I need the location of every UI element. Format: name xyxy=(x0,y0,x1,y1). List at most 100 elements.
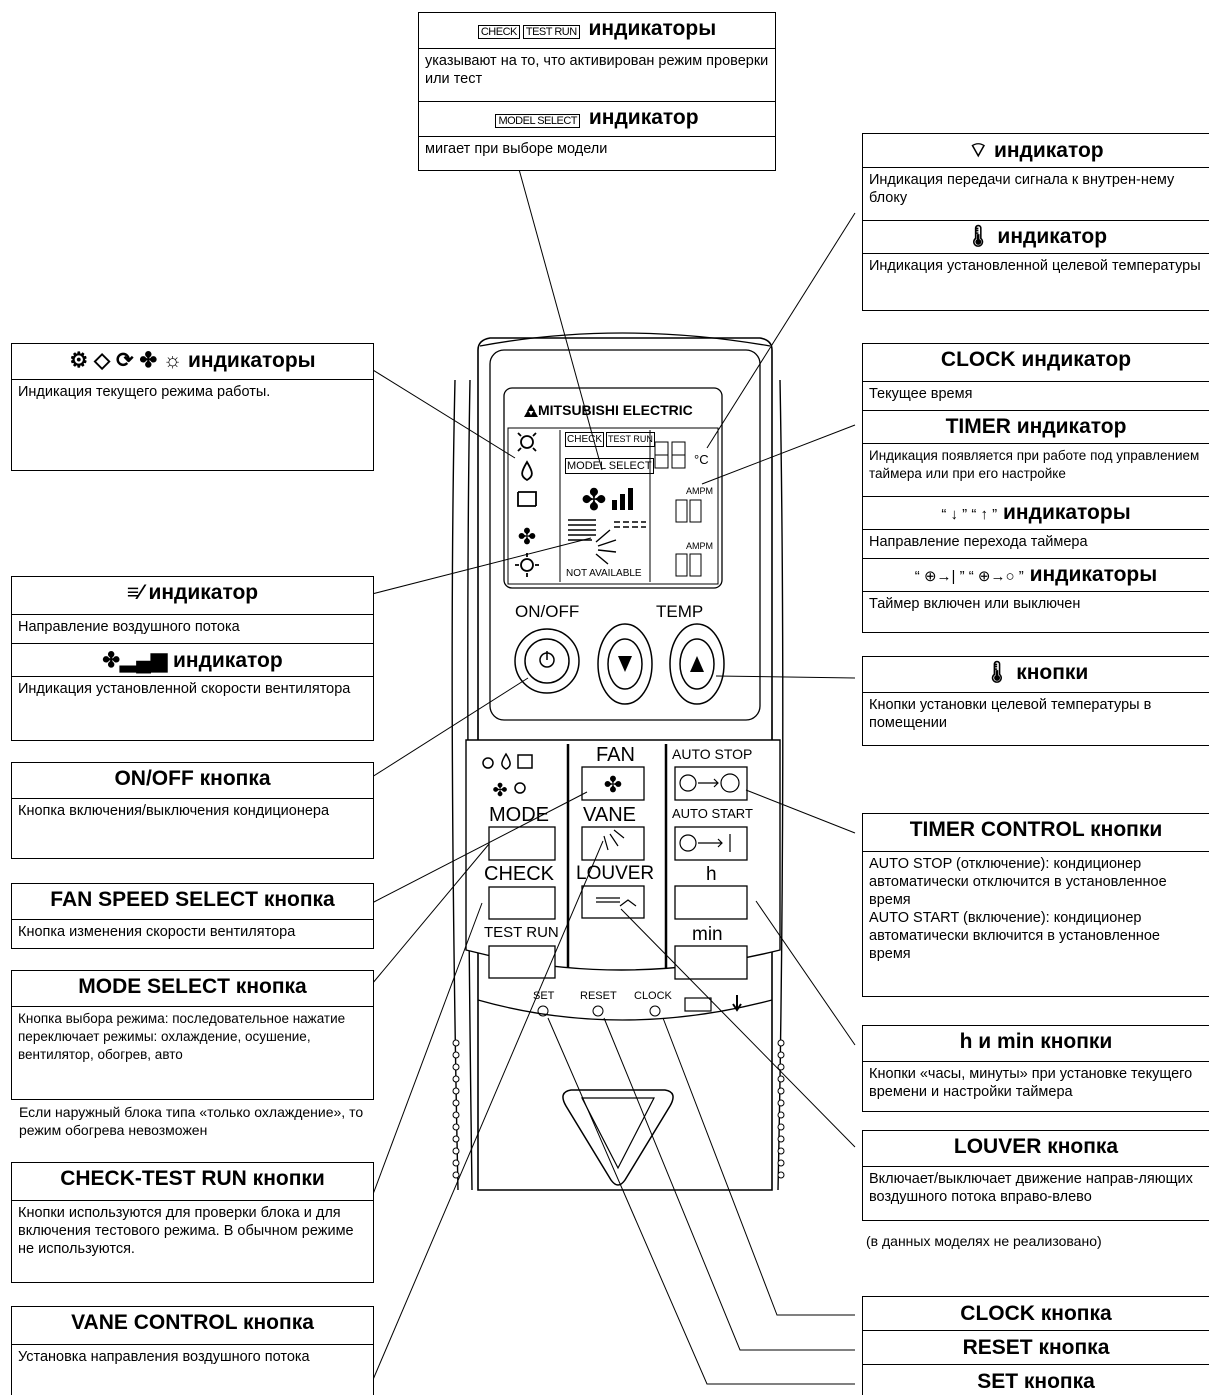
callout-title: h и min кнопки xyxy=(863,1026,1209,1062)
callout-desc: Направление перехода таймера xyxy=(869,534,1088,550)
callout-title: индикатор xyxy=(997,225,1108,248)
vane-label: VANE xyxy=(583,804,636,826)
min-button[interactable] xyxy=(675,946,747,979)
callout-onoff-button: ON/OFF кнопка Кнопка включения/выключени… xyxy=(11,762,374,859)
callout-title: SET кнопка xyxy=(977,1370,1095,1393)
callout-desc: мигает при выборе модели xyxy=(425,141,608,157)
check-button[interactable] xyxy=(489,887,555,919)
callout-desc: Кнопки «часы, минуты» при установке теку… xyxy=(869,1066,1193,1100)
check-label: CHECK xyxy=(484,863,555,885)
callout-signal-temp: ⌔ индикатор Индикация передачи сигнала к… xyxy=(862,133,1209,311)
callout-title: TIMER индикатор xyxy=(863,410,1209,444)
fan-speed-icon: ✤▂▄▆ xyxy=(102,649,168,672)
callout-vane-control: VANE CONTROL кнопка Установка направлени… xyxy=(11,1306,374,1395)
temp-label: TEMP xyxy=(656,602,704,621)
callout-title: индикатор xyxy=(993,139,1104,162)
test-run-button[interactable] xyxy=(489,946,555,978)
mode-icons: ⚙ ◇ ⟳ ✤ ☼ xyxy=(69,349,183,372)
vane-button[interactable] xyxy=(582,827,644,860)
svg-text:✤: ✤ xyxy=(581,484,606,517)
tag-test-run: TEST RUN xyxy=(522,25,580,39)
callout-title: индикатор xyxy=(588,106,699,129)
callout-desc: Таймер включен или выключен xyxy=(869,596,1081,612)
callout-desc-2: AUTO START (включение): кондиционер авто… xyxy=(869,910,1160,962)
clock-label: CLOCK xyxy=(634,990,672,1002)
lcd-temp-unit: °C xyxy=(694,452,709,467)
callout-title: VANE CONTROL кнопка xyxy=(12,1307,373,1345)
callout-title: CLOCK индикатор xyxy=(863,344,1209,382)
callout-desc: Установка направления воздушного потока xyxy=(18,1349,310,1365)
callout-clock-reset-set: CLOCK кнопка RESET кнопка SET кнопка xyxy=(862,1296,1209,1395)
callout-title: индикаторы xyxy=(588,17,717,40)
callout-h-min: h и min кнопки Кнопки «часы, минуты» при… xyxy=(862,1025,1209,1112)
louver-label: LOUVER xyxy=(576,863,655,884)
callout-title: индикатор xyxy=(148,581,259,604)
callout-mode-select: MODE SELECT кнопка Кнопка выбора режима:… xyxy=(11,970,374,1100)
timer-onoff-icon: “ ⊕→| ” “ ⊕→○ ” xyxy=(914,568,1024,585)
lcd-ampm-2: AMPM xyxy=(686,541,713,551)
callout-desc: Индикация передачи сигнала к внутрен-нем… xyxy=(869,172,1175,206)
clock-button[interactable] xyxy=(649,1005,661,1017)
callout-desc-1: AUTO STOP (отключение): кондиционер авто… xyxy=(869,856,1167,908)
callout-title: CLOCK кнопка xyxy=(863,1297,1209,1331)
callout-vane-fan: ≡⁄ индикатор Направление воздушного пото… xyxy=(11,576,374,741)
onoff-button[interactable] xyxy=(515,629,579,693)
auto-stop-button[interactable] xyxy=(675,767,747,800)
temp-up-button[interactable] xyxy=(670,624,724,704)
callout-desc: Кнопка выбора режима: последовательное н… xyxy=(18,1011,346,1062)
signal-icon: ⌔ xyxy=(968,139,989,162)
h-button[interactable] xyxy=(675,886,747,919)
callout-desc: Текущее время xyxy=(869,386,973,402)
callout-title: MODE SELECT кнопка xyxy=(12,971,373,1007)
reset-button[interactable] xyxy=(592,1005,604,1017)
callout-title: CHECK-TEST RUN кнопки xyxy=(12,1163,373,1201)
thermometer-icon: 🌡 xyxy=(964,225,992,248)
thermometer-icon: 🌡 xyxy=(983,661,1011,684)
louver-note: (в данных моделях не реализовано) xyxy=(866,1233,1102,1249)
callout-title: индикаторы xyxy=(187,349,316,372)
callout-desc: Индикация текущего режима работы. xyxy=(18,384,271,400)
temp-down-button[interactable] xyxy=(598,624,652,704)
callout-desc: Кнопка включения/выключения кондиционера xyxy=(18,803,330,819)
louver-button[interactable] xyxy=(582,886,644,918)
callout-title: TIMER CONTROL кнопки xyxy=(863,814,1209,852)
callout-timer-control: TIMER CONTROL кнопки AUTO STOP (отключен… xyxy=(862,813,1209,997)
callout-desc: Индикация установленной скорости вентиля… xyxy=(18,681,351,697)
callout-title: FAN SPEED SELECT кнопка xyxy=(12,884,373,920)
callout-desc: Включает/выключает движение направ-ляющи… xyxy=(869,1171,1193,1205)
callout-desc: Направление воздушного потока xyxy=(18,619,240,635)
callout-desc: Индикация появляется при работе под упра… xyxy=(869,448,1200,481)
callout-title: LOUVER кнопка xyxy=(863,1131,1209,1167)
reset-label: RESET xyxy=(580,990,617,1002)
callout-desc: Кнопки установки целевой температуры в п… xyxy=(869,697,1152,731)
h-label: h xyxy=(706,864,717,885)
set-button[interactable] xyxy=(537,1005,549,1017)
lcd-check: CHECK xyxy=(565,432,605,447)
brand-logo-text: MITSUBISHI ELECTRIC xyxy=(538,402,693,418)
callout-title: ON/OFF кнопка xyxy=(12,763,373,799)
callout-check-test-run: CHECK-TEST RUN кнопки Кнопки используютс… xyxy=(11,1162,374,1283)
svg-text:✤: ✤ xyxy=(492,780,507,800)
callout-desc: Кнопка изменения скорости вентилятора xyxy=(18,924,296,940)
callout-temp-buttons: 🌡 кнопки Кнопки установки целевой темпер… xyxy=(862,656,1209,746)
fan-button[interactable] xyxy=(582,767,644,800)
onoff-label: ON/OFF xyxy=(515,602,580,621)
fan-label: FAN xyxy=(596,744,635,766)
svg-text:✤: ✤ xyxy=(518,524,536,549)
min-label: min xyxy=(692,924,723,945)
tag-model-select: MODEL SELECT xyxy=(495,114,581,128)
callout-title: индикаторы xyxy=(1029,563,1158,586)
lcd-ampm-1: AMPM xyxy=(686,486,713,496)
auto-start-button[interactable] xyxy=(675,827,747,860)
callout-title: кнопки xyxy=(1016,661,1089,684)
mode-label: MODE xyxy=(489,804,549,826)
callout-clock-timer: CLOCK индикатор Текущее время TIMER инди… xyxy=(862,343,1209,633)
callout-fan-speed: FAN SPEED SELECT кнопка Кнопка изменения… xyxy=(11,883,374,949)
mode-button[interactable] xyxy=(489,827,555,860)
set-label: SET xyxy=(533,990,555,1002)
callout-desc: Кнопки используются для проверки блока и… xyxy=(18,1205,354,1257)
test-run-label: TEST RUN xyxy=(484,924,559,941)
callout-title: индикаторы xyxy=(1003,501,1131,524)
timer-arrows-icon: “ ↓ ” “ ↑ ” xyxy=(941,506,998,523)
